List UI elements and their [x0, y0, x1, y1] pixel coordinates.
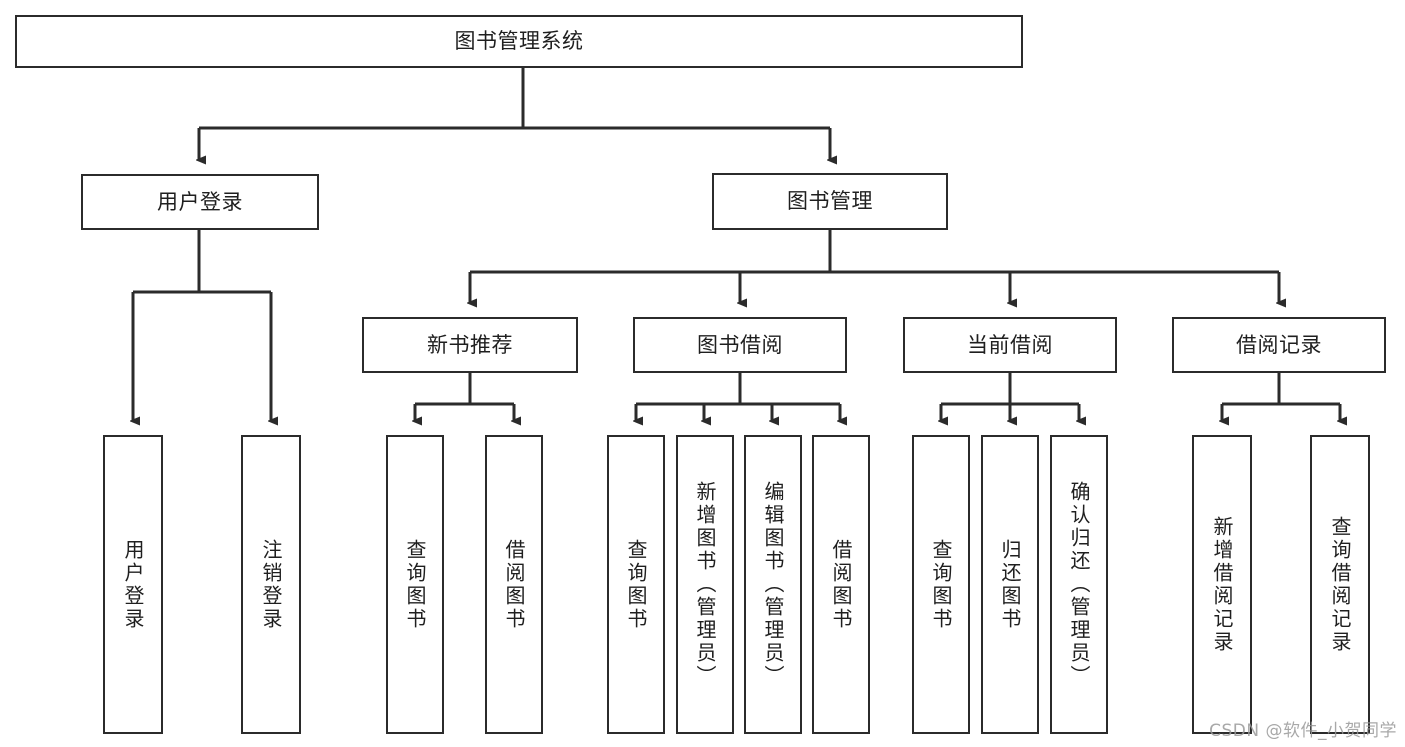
node-leaf-borrow-book-2[interactable]: 借阅图书: [812, 435, 870, 734]
node-leaf-borrow-book-1-label: 借阅图书: [502, 538, 526, 631]
node-leaf-query-book-1[interactable]: 查询图书: [386, 435, 444, 734]
node-leaf-query-book-2[interactable]: 查询图书: [607, 435, 665, 734]
node-leaf-add-book-label: 新增图书（管理员）: [693, 481, 717, 688]
node-leaf-add-record-label: 新增借阅记录: [1210, 515, 1234, 654]
node-current-borrow[interactable]: 当前借阅: [903, 317, 1117, 373]
node-leaf-query-book-1-label: 查询图书: [403, 538, 427, 631]
node-new-book-rec[interactable]: 新书推荐: [362, 317, 578, 373]
node-book-borrow[interactable]: 图书借阅: [633, 317, 847, 373]
node-leaf-query-record-label: 查询借阅记录: [1328, 515, 1352, 654]
node-leaf-user-login-label: 用户登录: [121, 538, 145, 631]
node-leaf-borrow-book-1[interactable]: 借阅图书: [485, 435, 543, 734]
node-leaf-logout-label: 注销登录: [259, 538, 283, 631]
node-new-book-rec-label: 新书推荐: [427, 332, 513, 357]
watermark-text: CSDN @软件_小贺同学: [1209, 721, 1397, 741]
node-leaf-confirm-return-label: 确认归还（管理员）: [1067, 481, 1091, 688]
node-current-borrow-label: 当前借阅: [967, 332, 1053, 357]
node-borrow-record[interactable]: 借阅记录: [1172, 317, 1386, 373]
node-book-borrow-label: 图书借阅: [697, 332, 783, 357]
node-leaf-confirm-return[interactable]: 确认归还（管理员）: [1050, 435, 1108, 734]
node-root-label: 图书管理系统: [454, 29, 584, 54]
node-leaf-borrow-book-2-label: 借阅图书: [829, 538, 853, 631]
node-leaf-edit-book[interactable]: 编辑图书（管理员）: [744, 435, 802, 734]
node-leaf-query-book-2-label: 查询图书: [624, 538, 648, 631]
node-user-login-label: 用户登录: [157, 189, 243, 214]
node-root[interactable]: 图书管理系统: [15, 15, 1023, 68]
node-leaf-edit-book-label: 编辑图书（管理员）: [761, 481, 785, 688]
node-leaf-user-login[interactable]: 用户登录: [103, 435, 163, 734]
node-user-login[interactable]: 用户登录: [81, 174, 319, 230]
node-leaf-add-book[interactable]: 新增图书（管理员）: [676, 435, 734, 734]
node-leaf-return-book-label: 归还图书: [998, 538, 1022, 631]
node-book-manage[interactable]: 图书管理: [712, 173, 948, 230]
node-leaf-query-record[interactable]: 查询借阅记录: [1310, 435, 1370, 734]
node-book-manage-label: 图书管理: [787, 189, 873, 214]
node-leaf-add-record[interactable]: 新增借阅记录: [1192, 435, 1252, 734]
node-borrow-record-label: 借阅记录: [1236, 332, 1322, 357]
node-leaf-query-book-3-label: 查询图书: [929, 538, 953, 631]
node-leaf-logout[interactable]: 注销登录: [241, 435, 301, 734]
node-leaf-return-book[interactable]: 归还图书: [981, 435, 1039, 734]
node-leaf-query-book-3[interactable]: 查询图书: [912, 435, 970, 734]
